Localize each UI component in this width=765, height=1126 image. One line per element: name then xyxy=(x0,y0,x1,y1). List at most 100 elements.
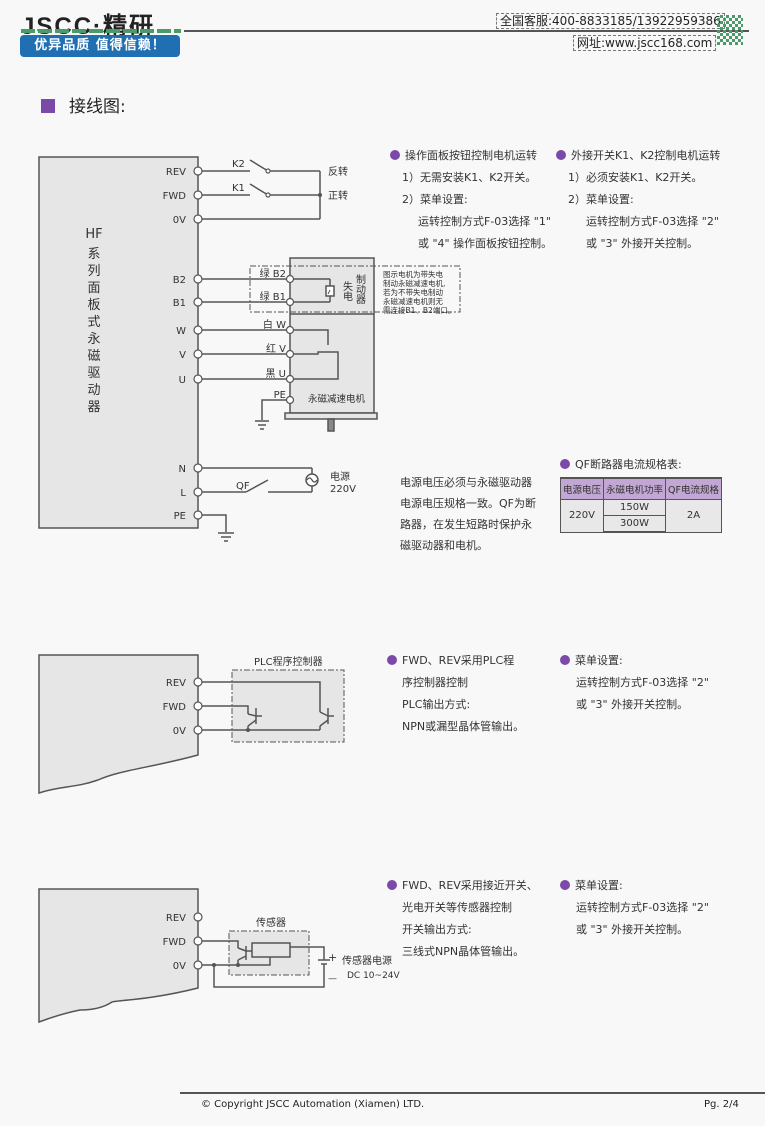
note-title: 操作面板按钮控制电机运转 xyxy=(405,149,537,162)
qf-table-title: QF断路器电流规格表: xyxy=(560,454,682,476)
notes-plc: FWD、REV采用PLC程 序控制器控制 PLC输出方式: NPN或漏型晶体管输… xyxy=(387,650,524,738)
terminal-pe: PE xyxy=(174,511,186,522)
brake-note-line: 图示电机为带失电 xyxy=(383,269,443,279)
qf-label: QF xyxy=(236,481,250,492)
power-voltage: 220V xyxy=(330,484,356,495)
note-line: 运转控制方式F-03选择 "1" xyxy=(418,215,551,228)
motor-body xyxy=(289,257,375,414)
bullet-icon xyxy=(390,150,400,160)
note-line: 运转控制方式F-03选择 "2" xyxy=(576,676,709,689)
driver-box-3 xyxy=(38,888,199,1024)
driver-label-char: 驱 xyxy=(87,366,100,381)
wire-w-label: 白 W xyxy=(263,318,286,331)
table-header: 电源电压 xyxy=(559,477,605,500)
note-line: FWD、REV采用PLC程 xyxy=(402,654,515,667)
note-line: 三线式NPN晶体管输出。 xyxy=(402,945,525,958)
wire-u-label: 黑 U xyxy=(266,368,287,380)
logo-stripe xyxy=(21,29,181,33)
motor-label: 永磁减速电机 xyxy=(308,393,366,405)
note-line: 路器，在发生短路时保护永 xyxy=(400,518,532,531)
copyright: © Copyright JSCC Automation (Xiamen) LTD… xyxy=(201,1099,425,1110)
qf-title-text: QF断路器电流规格表: xyxy=(575,458,682,471)
note-line: FWD、REV采用接近开关、 xyxy=(402,879,538,892)
note-line: 或 "3" 外接开关控制。 xyxy=(576,923,689,936)
terminal-b2: B2 xyxy=(173,275,186,286)
power-note: 电源电压必须与永磁驱动器 电源电压规格一致。QF为断 路器，在发生短路时保护永 … xyxy=(400,472,536,556)
section-title-text: 接线图: xyxy=(69,97,126,117)
sensor-label: 传感器 xyxy=(256,916,286,929)
notes-sensor-menu: 菜单设置: 运转控制方式F-03选择 "2" 或 "3" 外接开关控制。 xyxy=(560,875,709,941)
switch-k1-label: K1 xyxy=(232,183,245,194)
bullet-icon xyxy=(387,655,397,665)
table-row: 300W xyxy=(561,515,722,533)
terminal-fwd: FWD xyxy=(163,191,187,202)
motor-pe-label: PE xyxy=(274,390,286,401)
qf-spec-table: 电源电压 永磁电机功率 QF电流规格 220V 150W 2A 300W xyxy=(559,477,722,533)
note-line: 电源电压规格一致。QF为断 xyxy=(400,497,536,510)
driver-model: HF xyxy=(85,227,102,242)
square-bullet-icon xyxy=(41,99,55,113)
table-header: 永磁电机功率 xyxy=(603,477,667,500)
supply-spec: DC 10~24V xyxy=(347,971,401,981)
bullet-icon xyxy=(560,459,570,469)
terminal-n: N xyxy=(179,464,186,475)
terminal-b1: B1 xyxy=(173,298,186,309)
note-line: 运转控制方式F-03选择 "2" xyxy=(576,901,709,914)
terminal-rev: REV xyxy=(166,167,186,178)
driver-label-char: 器 xyxy=(87,400,100,415)
driver-label-char: 式 xyxy=(87,315,100,330)
note-line: PLC输出方式: xyxy=(402,698,471,711)
brake-note-line: 需连接B1、B2端口。 xyxy=(383,305,455,315)
note-line: 电源电压必须与永磁驱动器 xyxy=(400,476,532,489)
note-line: 1）无需安装K1、K2开关。 xyxy=(402,171,537,184)
qr-code-icon xyxy=(717,15,743,45)
driver-label-char: 板 xyxy=(87,298,100,313)
wire-b1-label: 绿 B1 xyxy=(260,290,286,303)
notes-external-switch: 外接开关K1、K2控制电机运转 1）必须安装K1、K2开关。 2）菜单设置: 运… xyxy=(556,145,720,255)
note-line: 序控制器控制 xyxy=(402,676,468,689)
table-row: 220V 150W 2A xyxy=(559,499,722,533)
supply-label: 传感器电源 xyxy=(342,954,392,967)
table-header-row: 电源电压 永磁电机功率 QF电流规格 xyxy=(559,477,722,500)
note-line: 2）菜单设置: xyxy=(402,193,468,206)
plc-terminal-fwd: FWD xyxy=(163,702,187,713)
brake-note-line: 永磁减速电机则无 xyxy=(383,296,443,306)
note-line: 菜单设置: xyxy=(575,654,623,667)
driver-box-1 xyxy=(38,156,199,529)
note-line: 磁驱动器和电机。 xyxy=(400,539,488,552)
forward-label: 正转 xyxy=(328,189,348,202)
page-number: Pg. 2/4 xyxy=(704,1099,739,1110)
website-link[interactable]: 网址:www.jscc168.com xyxy=(573,35,717,51)
bullet-icon xyxy=(560,880,570,890)
table-cell: 220V xyxy=(559,499,605,533)
table-cell: 300W xyxy=(603,515,667,533)
power-label: 电源 xyxy=(330,470,350,483)
terminal-0v: 0V xyxy=(173,215,186,226)
table-header: QF电流规格 xyxy=(665,477,722,500)
driver-box-2 xyxy=(38,654,199,795)
driver-label-char: 动 xyxy=(87,383,100,398)
notes-panel-control: 操作面板按钮控制电机运转 1）无需安装K1、K2开关。 2）菜单设置: 运转控制… xyxy=(390,145,552,255)
switch-k2-label: K2 xyxy=(232,159,245,170)
terminal-v: V xyxy=(179,350,186,361)
bullet-icon xyxy=(560,655,570,665)
note-line: 开关输出方式: xyxy=(402,923,472,936)
note-line: 运转控制方式F-03选择 "2" xyxy=(586,215,719,228)
sensor-terminal-0v: 0V xyxy=(173,961,186,972)
note-line: 2）菜单设置: xyxy=(568,193,634,206)
driver-label-char: 磁 xyxy=(87,349,100,364)
note-line: 菜单设置: xyxy=(575,879,623,892)
brake-note-line: 若为不带失电制动 xyxy=(383,287,443,297)
bullet-icon xyxy=(556,150,566,160)
note-line: 光电开关等传感器控制 xyxy=(402,901,512,914)
driver-label-char: 系 xyxy=(87,247,100,262)
terminal-l: L xyxy=(180,488,186,499)
driver-label-char: 永 xyxy=(87,332,100,347)
header-divider xyxy=(184,30,749,32)
brake-label-1: 失电 xyxy=(341,280,353,301)
wire-v-label: 红 V xyxy=(266,342,286,355)
minus-sign: — xyxy=(328,974,337,984)
plc-terminal-rev: REV xyxy=(166,678,186,689)
footer-divider xyxy=(180,1092,765,1094)
wire-b2-label: 绿 B2 xyxy=(260,267,286,280)
